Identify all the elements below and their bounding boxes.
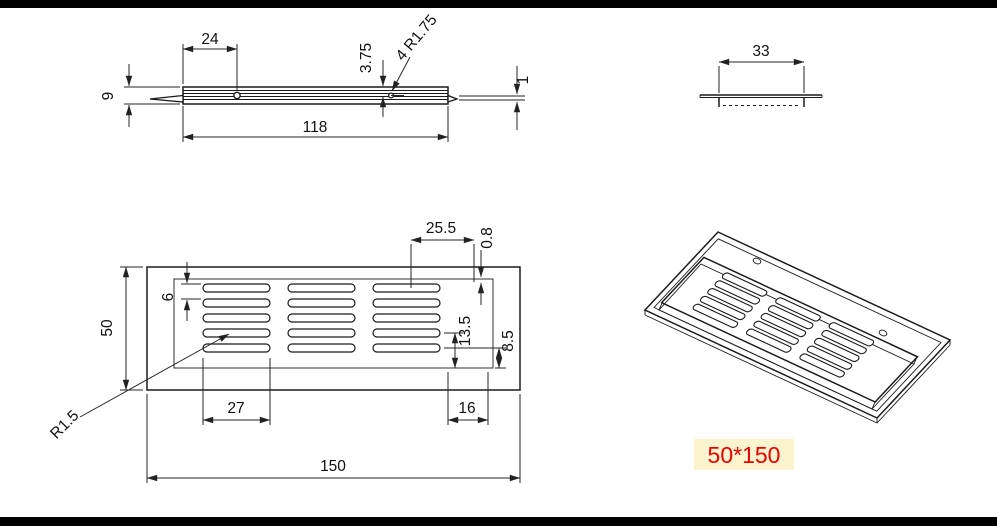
dim-16: 16 xyxy=(447,372,489,425)
dim-50-label: 50 xyxy=(99,319,116,337)
dim-118: 118 xyxy=(182,106,449,142)
mount-hole xyxy=(233,91,241,100)
profile-side-view: 24 3.75 4 R1.75 1 9 xyxy=(100,12,532,142)
dim-13-5-label: 13.5 xyxy=(457,316,474,346)
dim-24: 24 xyxy=(182,31,238,91)
dim-13-5: 13.5 xyxy=(444,316,474,369)
front-view: 25.5 0.8 6 13.5 8.5 xyxy=(47,220,521,483)
size-label-text: 50*150 xyxy=(708,442,781,468)
dim-0-8: 0.8 xyxy=(477,227,496,305)
dim-25-5: 25.5 xyxy=(410,220,475,288)
iso-view xyxy=(644,232,951,424)
end-view: 33 xyxy=(699,43,823,107)
dim-27: 27 xyxy=(202,358,271,425)
dim-24-label: 24 xyxy=(201,31,219,48)
dim-1-label: 1 xyxy=(515,76,532,85)
dim-33-label: 33 xyxy=(752,43,769,60)
dim-6-label: 6 xyxy=(160,293,177,302)
dim-6: 6 xyxy=(160,262,201,321)
end-part-outline xyxy=(699,94,823,107)
left-flange-tip xyxy=(149,94,184,103)
dim-9: 9 xyxy=(100,64,180,127)
dim-9-label: 9 xyxy=(100,92,117,101)
profile-part-outline xyxy=(149,86,459,105)
iso-screw-hole-left xyxy=(752,257,762,265)
iso-plate-thickness xyxy=(644,310,951,424)
size-label-background xyxy=(694,439,794,470)
dim-8-5-label: 8.5 xyxy=(500,330,517,352)
dim-33: 33 xyxy=(718,43,805,93)
iso-screw-hole-right xyxy=(878,329,888,337)
bottom-border-bar xyxy=(0,517,997,526)
dim-16-label: 16 xyxy=(458,400,475,417)
vent-slots xyxy=(202,283,441,353)
right-flange-tip xyxy=(447,94,459,103)
dim-27-label: 27 xyxy=(227,400,244,417)
dim-150-label: 150 xyxy=(320,458,346,475)
dim-r1-5-label: R1.5 xyxy=(47,407,82,442)
iso-face-top xyxy=(662,257,918,402)
dim-r1-5: R1.5 xyxy=(47,333,230,442)
dim-hole-callout: 4 R1.75 xyxy=(391,12,441,92)
dim-150: 150 xyxy=(146,394,521,483)
dim-25-5-label: 25.5 xyxy=(426,220,456,237)
dim-0-8-label: 0.8 xyxy=(479,227,496,249)
dim-3-75-label: 3.75 xyxy=(358,43,375,73)
dim-hole-label: 4 R1.75 xyxy=(393,12,441,65)
dim-50: 50 xyxy=(99,266,143,391)
dim-118-label: 118 xyxy=(303,119,328,136)
dim-1: 1 xyxy=(459,66,532,130)
front-part-outline xyxy=(146,266,521,391)
dim-8-5: 8.5 xyxy=(444,330,517,369)
dim-3-75: 3.75 xyxy=(358,43,404,117)
top-border-bar xyxy=(0,0,997,8)
size-label: 50*150 xyxy=(694,439,794,470)
